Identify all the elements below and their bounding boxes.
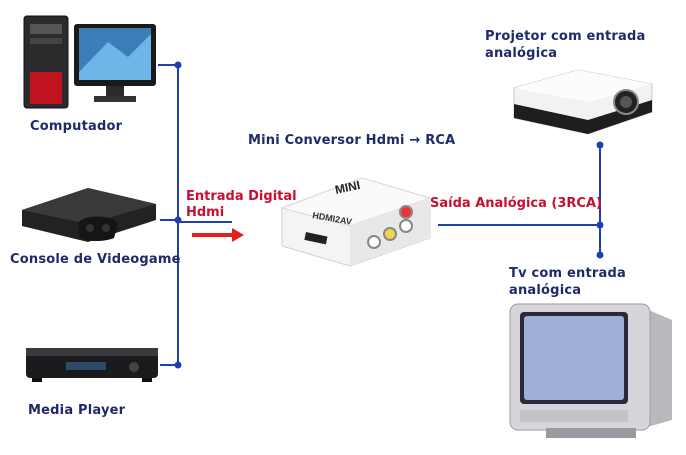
projector-label-line2: analógica xyxy=(485,46,558,61)
input-label: Entrada Digital Hdmi xyxy=(186,189,297,221)
node-dot xyxy=(174,61,182,69)
projector-icon xyxy=(513,69,653,135)
node-dot xyxy=(174,216,182,224)
tv-label-line2: analógica xyxy=(509,283,582,298)
input-arrow-head xyxy=(232,228,244,242)
tv-label-line1: Tv com entrada xyxy=(509,266,626,281)
converter-icon: MINI HDMI2AV xyxy=(280,177,432,267)
computer-label: Computador xyxy=(30,119,123,134)
projector-label-line1: Projetor com entrada xyxy=(485,29,646,44)
input-label-line1: Entrada Digital xyxy=(186,189,297,204)
console-label: Console de Videogame xyxy=(10,252,181,267)
node-dot xyxy=(174,361,182,369)
projector-label: Projetor com entrada analógica xyxy=(485,28,645,62)
node-dot xyxy=(596,221,604,229)
diagram-title: Mini Conversor Hdmi → RCA xyxy=(248,133,456,148)
node-dot xyxy=(596,251,604,259)
output-label: Saída Analógica (3RCA) xyxy=(430,196,602,211)
tv-label: Tv com entrada analógica xyxy=(509,265,626,299)
media-player-label: Media Player xyxy=(28,403,126,418)
node-dot xyxy=(596,141,604,149)
input-label-line2: Hdmi xyxy=(186,205,225,220)
computer-icon xyxy=(23,15,156,109)
converter-brand: MINI xyxy=(334,178,362,197)
media-player-icon xyxy=(26,348,158,382)
game-console-icon xyxy=(22,188,156,242)
tv-icon xyxy=(509,303,672,438)
